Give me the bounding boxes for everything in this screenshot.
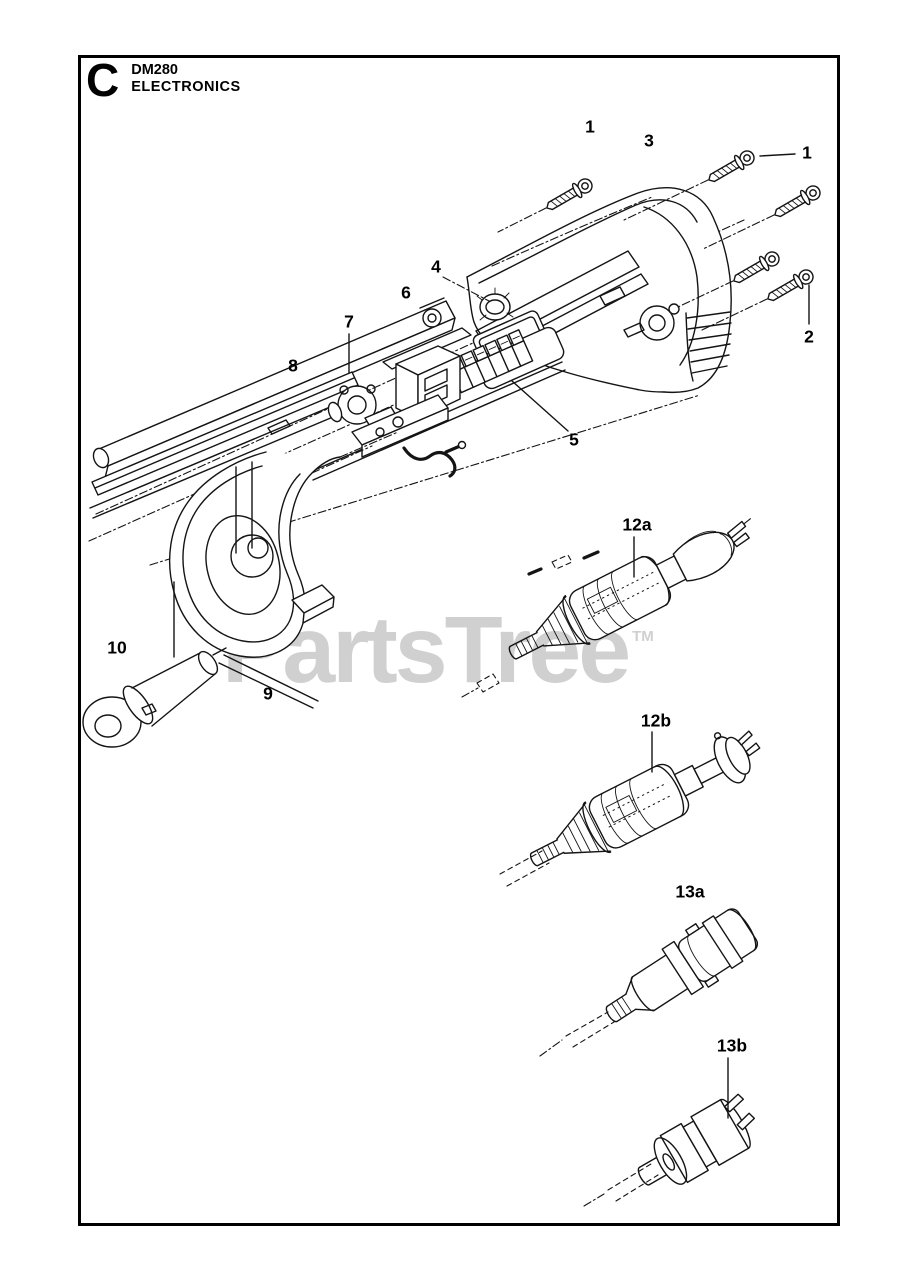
callout-12b: 12b: [640, 710, 672, 731]
callout-7: 7: [344, 311, 354, 332]
callout-2: 2: [804, 326, 814, 347]
wire-drawing: [402, 446, 457, 478]
callout-12a: 12a: [622, 514, 652, 535]
chassis-rails-drawing: [89, 297, 566, 519]
section-title: ELECTRONICS: [131, 79, 241, 95]
callout-6: 6: [401, 282, 411, 303]
screws-drawing: [497, 146, 824, 331]
callout-13b: 13b: [716, 1035, 748, 1056]
power-cord-eu-drawing: [499, 730, 761, 887]
motor-housing-cover-drawing: [466, 187, 732, 394]
callout-leader-lines: [348, 153, 810, 432]
callout-4: 4: [431, 256, 441, 277]
handle-housing-drawing: [168, 431, 399, 709]
callout-8: 8: [288, 355, 298, 376]
callout-1-top: 1: [585, 116, 595, 137]
power-cord-us-drawing: [461, 516, 753, 698]
switch-assembly-drawing: [327, 287, 600, 576]
callout-3: 3: [644, 130, 654, 151]
connector-plug-drawing: [539, 908, 759, 1057]
cord-sleeve-drawing: [82, 647, 227, 748]
model-number: DM280: [131, 62, 178, 78]
section-letter: C: [86, 54, 120, 106]
twistlock-connector-drawing: [583, 1057, 756, 1207]
diagram-border-frame: [78, 55, 840, 1226]
diagram-header: C DM280 ELECTRONICS: [86, 54, 241, 106]
callout-9: 9: [263, 683, 273, 704]
bracket-plate-drawing: [351, 394, 449, 458]
callout-1-right: 1: [802, 142, 812, 163]
callout-5: 5: [569, 429, 579, 450]
watermark-tm: TM: [632, 628, 654, 646]
callout-13a: 13a: [675, 881, 705, 902]
callout-10: 10: [107, 637, 127, 658]
